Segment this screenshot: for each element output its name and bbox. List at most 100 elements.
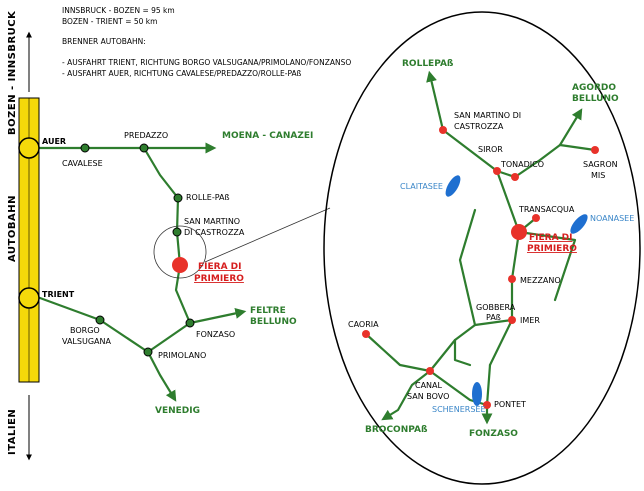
label-predazzo: PREDAZZO [124, 131, 168, 140]
label-auer: AUER [42, 137, 66, 146]
info-block: INNSBRUCK - BOZEN = 95 km BOZEN - TRIENT… [62, 6, 351, 78]
town-pontet [483, 401, 491, 409]
detail-labels: ROLLEPAß SAN MARTINO DI CASTROZZA AGORDO… [348, 59, 634, 439]
town-canal [426, 367, 434, 375]
road-canal-pontet [428, 369, 489, 407]
lake-noanasee [570, 214, 588, 234]
town-fiera [511, 224, 527, 240]
label-detail-fiera-2: PRIMIERO [527, 244, 577, 254]
town-transacqua [532, 214, 540, 222]
road-agordo [558, 108, 583, 147]
label-schenersee: SCHENERSEE [432, 405, 486, 414]
town-sagron [591, 146, 599, 154]
road-caoria-canal [364, 332, 432, 373]
road-sagron [558, 143, 597, 152]
magnify-circle [153, 225, 207, 279]
node-trient [18, 287, 40, 309]
label-borgo-2: VALSUGANA [62, 337, 111, 346]
info-distance-trient: BOZEN - TRIENT = 50 km [62, 17, 157, 26]
label-detail-smdc-1: SAN MARTINO DI [454, 111, 521, 120]
detail-ellipse [323, 11, 641, 485]
road-gobbera [458, 208, 514, 327]
label-san-martino-2: DI CASTROZZA [184, 228, 245, 237]
side-label-top: BOZEN - INNSBRUCK [7, 10, 18, 135]
label-canal-1: CANAL [415, 381, 443, 390]
label-detail-fonzaso: FONZASO [469, 429, 518, 439]
label-canal-2: SAN BOVO [407, 392, 449, 401]
node-san-martino [172, 227, 182, 237]
label-pontet: PONTET [494, 400, 526, 409]
label-detail-fiera-1: FIERA DI [529, 233, 573, 243]
label-borgo-1: BORGO [70, 326, 100, 335]
magnify-connector [204, 207, 331, 263]
label-fiera-2: PRIMIERO [194, 274, 244, 284]
info-autobahn-title: BRENNER AUTOBAHN: [62, 37, 146, 46]
info-distance-innsbruck: INNSBRUCK - BOZEN = 95 km [62, 6, 175, 15]
label-trient: TRIENT [42, 290, 75, 299]
road-imer-fonzaso [481, 363, 493, 425]
side-label-autobahn: AUTOBAHN [7, 195, 18, 262]
label-rollepass: ROLLEPAß [402, 59, 454, 69]
label-cavalese: CAVALESE [62, 159, 103, 168]
left-nodes [18, 137, 195, 357]
node-primolano [143, 347, 153, 357]
side-label-bottom: ITALIEN [7, 409, 18, 455]
road-brocon [381, 369, 432, 421]
left-labels: AUER TRIENT CAVALESE PREDAZZO MOENA - CA… [42, 131, 313, 416]
info-exit-trient: - AUSFAHRT TRIENT, RICHTUNG BORGO VALSUG… [62, 58, 351, 67]
label-belluno: BELLUNO [250, 317, 297, 327]
node-cavalese [80, 143, 90, 153]
town-tonadico [511, 173, 519, 181]
town-caoria [362, 330, 370, 338]
label-sagron-1: SAGRON [583, 160, 618, 169]
road-primolano-fonzaso [146, 321, 192, 354]
road-fiera-fonzaso [174, 263, 192, 325]
left-roads [38, 142, 247, 402]
town-imer [508, 316, 516, 324]
road-primolano-venedig [146, 350, 177, 402]
label-feltre: FELTRE [250, 306, 286, 316]
lakes [445, 175, 588, 406]
node-predazzo [139, 143, 149, 153]
label-claitasee: CLAITASEE [400, 182, 443, 191]
road-fiera-imer [488, 230, 521, 367]
label-mezzano: MEZZANO [520, 276, 561, 285]
node-auer [18, 137, 40, 159]
lake-schenersee [472, 382, 482, 406]
label-tonadico: TONADICO [500, 160, 544, 169]
node-borgo [95, 315, 105, 325]
road-fonzaso-feltre [188, 307, 247, 325]
label-fonzaso: FONZASO [196, 330, 235, 339]
label-transacqua: TRANSACQUA [518, 205, 575, 214]
node-fonzaso [185, 318, 195, 328]
label-noanasee: NOANASEE [590, 214, 634, 223]
lake-claitasee [445, 175, 461, 197]
road-rollepass [426, 70, 445, 132]
label-caoria: CAORIA [348, 320, 379, 329]
road-fiera-east [517, 230, 577, 302]
town-mezzano [508, 275, 516, 283]
node-rolle [173, 193, 183, 203]
town-san-martino [439, 126, 447, 134]
label-moena: MOENA - CANAZEI [222, 131, 313, 141]
info-exit-auer: - AUSFAHRT AUER, RICHTUNG CAVALESE/PREDA… [62, 69, 302, 78]
label-gobbera-1: GOBBERA [476, 303, 516, 312]
detail-towns [362, 126, 599, 409]
side-labels: BOZEN - INNSBRUCK AUTOBAHN ITALIEN [7, 10, 32, 461]
label-rolle: ROLLE-PAß [186, 193, 230, 202]
label-primolano: PRIMOLANO [158, 351, 206, 360]
label-agordo-belluno: BELLUNO [572, 94, 619, 104]
town-siror [493, 167, 501, 175]
label-imer: IMER [520, 316, 540, 325]
label-siror: SIROR [478, 145, 503, 154]
label-san-martino-1: SAN MARTINO [184, 217, 240, 226]
label-fiera-1: FIERA DI [198, 262, 242, 272]
road-tonadico [495, 143, 562, 179]
label-venedig: VENEDIG [155, 406, 200, 416]
road-predazzo-rolle [142, 146, 180, 200]
label-gobbera-2: PAß [486, 313, 501, 322]
label-detail-smdc-2: CASTROZZA [454, 122, 504, 131]
label-broconpass: BROCONPAß [365, 425, 428, 435]
node-fiera [172, 257, 188, 273]
